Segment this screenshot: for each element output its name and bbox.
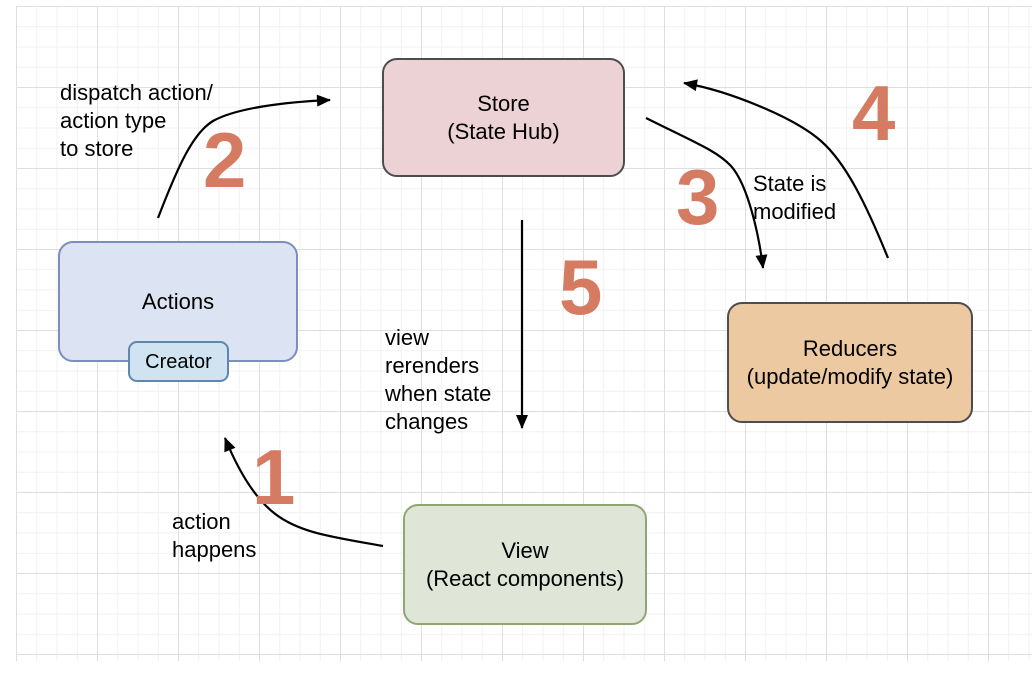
label-state-is-modified: State is modified — [753, 171, 837, 224]
step-number-5: 5 — [559, 243, 602, 331]
node-store: Store (State Hub) — [382, 58, 625, 177]
node-reducers-subtitle: (update/modify state) — [746, 363, 954, 389]
node-store-title: Store — [477, 90, 530, 116]
node-action-creator-title: Creator — [145, 350, 212, 373]
step-number-2: 2 — [203, 116, 246, 204]
node-view: View (React components) — [403, 504, 647, 625]
node-action-creator: Creator — [128, 341, 229, 382]
label-action-happens: action happens — [172, 509, 257, 562]
step-number-3: 3 — [676, 153, 719, 241]
label-dispatch-action: dispatch action/ action type to store — [60, 80, 213, 161]
step-number-1: 1 — [252, 433, 295, 521]
label-view-rerenders: view rerenders when state changes — [385, 325, 492, 434]
step-number-4: 4 — [852, 69, 895, 157]
node-reducers: Reducers (update/modify state) — [727, 302, 973, 423]
node-view-subtitle: (React components) — [425, 565, 625, 591]
node-actions-title: Actions — [141, 288, 215, 314]
node-reducers-title: Reducers — [802, 335, 898, 361]
node-view-title: View — [501, 537, 549, 563]
node-store-subtitle: (State Hub) — [447, 118, 560, 144]
